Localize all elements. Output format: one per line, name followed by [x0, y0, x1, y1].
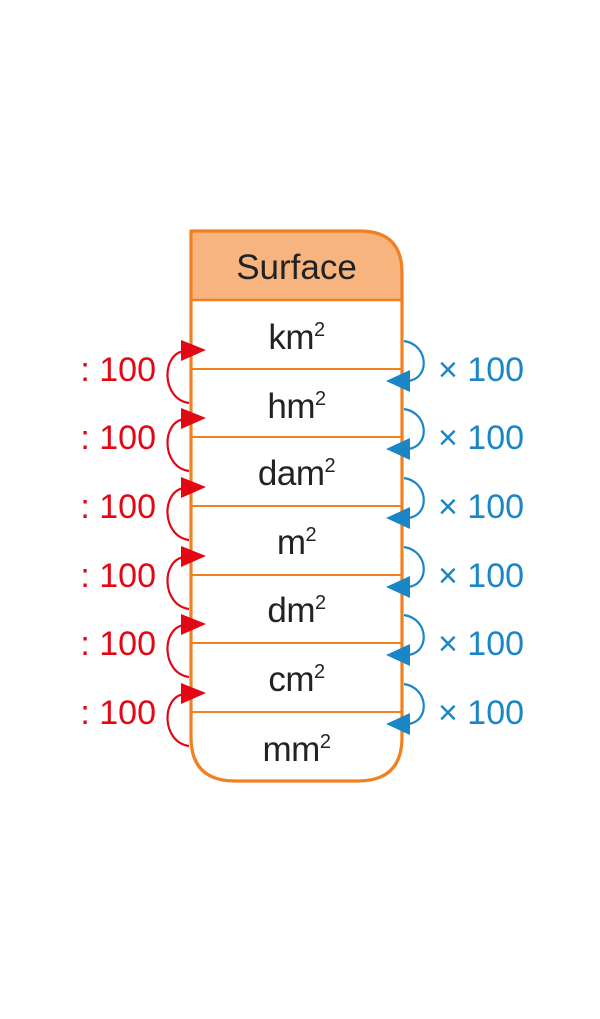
unit-label-cm: cm2	[268, 660, 325, 699]
unit-label-dam: dam2	[258, 454, 336, 493]
divide-arrowhead-4	[181, 546, 206, 567]
multiply-label-1: × 100	[438, 351, 524, 389]
unit-label-km: km2	[268, 318, 325, 357]
divide-arrowhead-6	[181, 683, 206, 704]
multiply-label-3: × 100	[438, 488, 524, 526]
multiply-arrow-curve-1	[403, 339, 425, 383]
multiply-arrowhead-2	[386, 438, 410, 460]
unit-base: m	[277, 523, 306, 562]
unit-base: hm	[267, 387, 315, 426]
unit-exponent: 2	[315, 388, 326, 410]
divide-arrow-curve-1	[166, 349, 190, 405]
multiply-arrow-curve-3	[403, 476, 425, 520]
divide-arrowhead-1	[181, 340, 206, 361]
divide-label-5: : 100	[80, 625, 156, 663]
conversion-arrows	[166, 339, 425, 748]
multiply-arrowhead-3	[386, 507, 410, 529]
divide-arrowhead-2	[181, 408, 206, 429]
multiply-label-2: × 100	[438, 419, 524, 457]
unit-base: cm	[268, 660, 314, 699]
table-title: Surface	[236, 248, 357, 287]
divide-arrow-curve-4	[166, 555, 190, 611]
multiply-arrow-curve-4	[403, 545, 425, 589]
divide-label-1: : 100	[80, 351, 156, 389]
multiply-arrow-curve-5	[403, 613, 425, 657]
unit-exponent: 2	[324, 455, 335, 477]
unit-label-dm: dm2	[267, 591, 326, 630]
multiply-label-4: × 100	[438, 557, 524, 595]
multiply-label-6: × 100	[438, 694, 524, 732]
divide-label-4: : 100	[80, 557, 156, 595]
divide-label-2: : 100	[80, 419, 156, 457]
divide-arrow-curve-2	[166, 417, 190, 473]
unit-label-m: m2	[277, 523, 317, 562]
divide-arrow-curve-6	[166, 692, 190, 748]
divide-label-3: : 100	[80, 488, 156, 526]
unit-base: dm	[267, 591, 315, 630]
multiply-label-5: × 100	[438, 625, 524, 663]
unit-label-hm: hm2	[267, 387, 326, 426]
unit-exponent: 2	[320, 731, 331, 753]
multiply-arrowhead-4	[386, 576, 410, 598]
unit-base: km	[268, 318, 314, 357]
multiply-arrow-curve-6	[403, 682, 425, 726]
multiply-arrowhead-6	[386, 713, 410, 735]
multiply-arrowhead-5	[386, 644, 410, 666]
divide-arrowhead-3	[181, 477, 206, 498]
multiply-arrow-curve-2	[403, 407, 425, 451]
surface-table	[189, 229, 404, 783]
unit-base: dam	[258, 454, 325, 493]
unit-exponent: 2	[314, 661, 325, 683]
multiply-arrowhead-1	[386, 370, 410, 392]
unit-base: mm	[263, 730, 320, 769]
unit-exponent: 2	[314, 319, 325, 341]
unit-exponent: 2	[306, 524, 317, 546]
divide-arrow-curve-3	[166, 486, 190, 542]
divide-arrow-curve-5	[166, 623, 190, 679]
divide-arrowhead-5	[181, 614, 206, 635]
table-border	[189, 229, 404, 783]
header-fill	[191, 231, 402, 300]
unit-exponent: 2	[315, 592, 326, 614]
divide-label-6: : 100	[80, 694, 156, 732]
unit-label-mm: mm2	[263, 730, 331, 769]
